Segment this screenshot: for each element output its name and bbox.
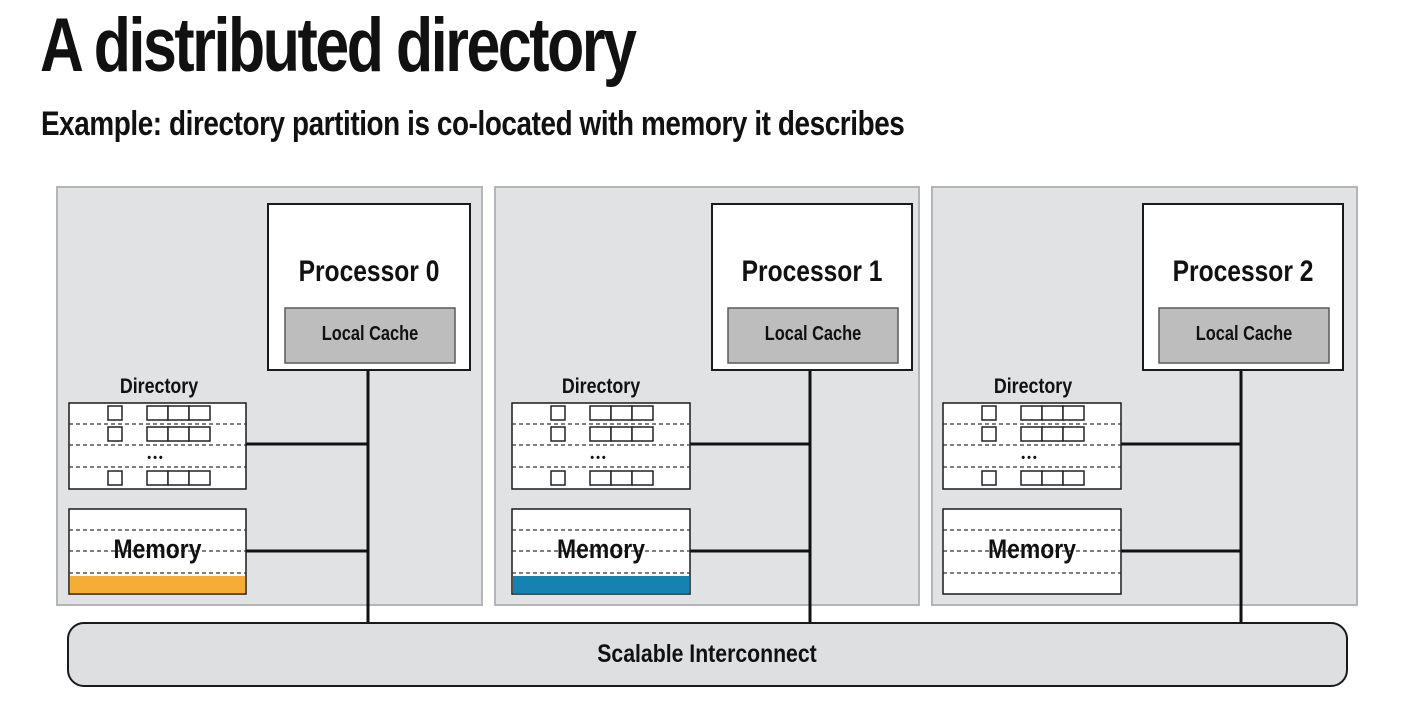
directory-presence-bit	[188, 405, 211, 421]
memory-label: Memory	[988, 534, 1076, 564]
directory-ellipsis: •••	[147, 452, 165, 464]
memory-highlight-row	[70, 576, 245, 593]
directory-state-bit	[981, 470, 997, 486]
directory-presence-bit	[589, 405, 612, 421]
directory-presence-bit	[1062, 426, 1085, 442]
directory-presence-bit	[631, 470, 654, 486]
directory-presence-bit	[1062, 405, 1085, 421]
directory-state-bit	[550, 426, 566, 442]
directory-presence-bit	[188, 426, 211, 442]
local-cache-box	[727, 307, 899, 364]
directory-presence-bit	[1041, 426, 1064, 442]
directory-label: Directory	[994, 375, 1072, 399]
directory-presence-bit	[1041, 405, 1064, 421]
interconnect-bus	[67, 622, 1348, 687]
processor-label: Processor 1	[742, 254, 883, 288]
memory-highlight-row	[513, 576, 689, 593]
directory-state-bit	[981, 405, 997, 421]
directory-presence-bit	[146, 426, 169, 442]
directory-presence-bit	[1020, 405, 1043, 421]
directory-state-bit	[550, 405, 566, 421]
local-cache-box	[1158, 307, 1330, 364]
directory-presence-bit	[1020, 470, 1043, 486]
directory-presence-bit	[1041, 470, 1064, 486]
directory-presence-bit	[188, 470, 211, 486]
directory-presence-bit	[631, 426, 654, 442]
directory-presence-bit	[631, 405, 654, 421]
directory-presence-bit	[167, 405, 190, 421]
memory-label: Memory	[557, 534, 645, 564]
directory-state-bit	[107, 426, 123, 442]
local-cache-box	[284, 307, 456, 364]
memory-label: Memory	[114, 534, 202, 564]
directory-presence-bit	[1062, 470, 1085, 486]
slide-subtitle: Example: directory partition is co-locat…	[41, 105, 905, 143]
directory-presence-bit	[610, 405, 633, 421]
directory-presence-bit	[589, 426, 612, 442]
local-cache-label: Local Cache	[1196, 321, 1292, 344]
directory-ellipsis: •••	[590, 452, 608, 464]
local-cache-label: Local Cache	[765, 321, 861, 344]
directory-ellipsis: •••	[1021, 452, 1039, 464]
directory-state-bit	[550, 470, 566, 486]
directory-presence-bit	[146, 470, 169, 486]
directory-state-bit	[107, 405, 123, 421]
directory-label: Directory	[120, 375, 198, 399]
directory-presence-bit	[610, 470, 633, 486]
directory-state-bit	[107, 470, 123, 486]
directory-presence-bit	[589, 470, 612, 486]
directory-presence-bit	[146, 405, 169, 421]
directory-presence-bit	[167, 470, 190, 486]
local-cache-label: Local Cache	[322, 321, 418, 344]
processor-label: Processor 2	[1173, 254, 1314, 288]
directory-presence-bit	[167, 426, 190, 442]
directory-state-bit	[981, 426, 997, 442]
directory-presence-bit	[610, 426, 633, 442]
slide-title: A distributed directory	[40, 3, 637, 88]
directory-presence-bit	[1020, 426, 1043, 442]
interconnect-label: Scalable Interconnect	[597, 639, 817, 667]
processor-label: Processor 0	[299, 254, 440, 288]
directory-label: Directory	[562, 375, 640, 399]
